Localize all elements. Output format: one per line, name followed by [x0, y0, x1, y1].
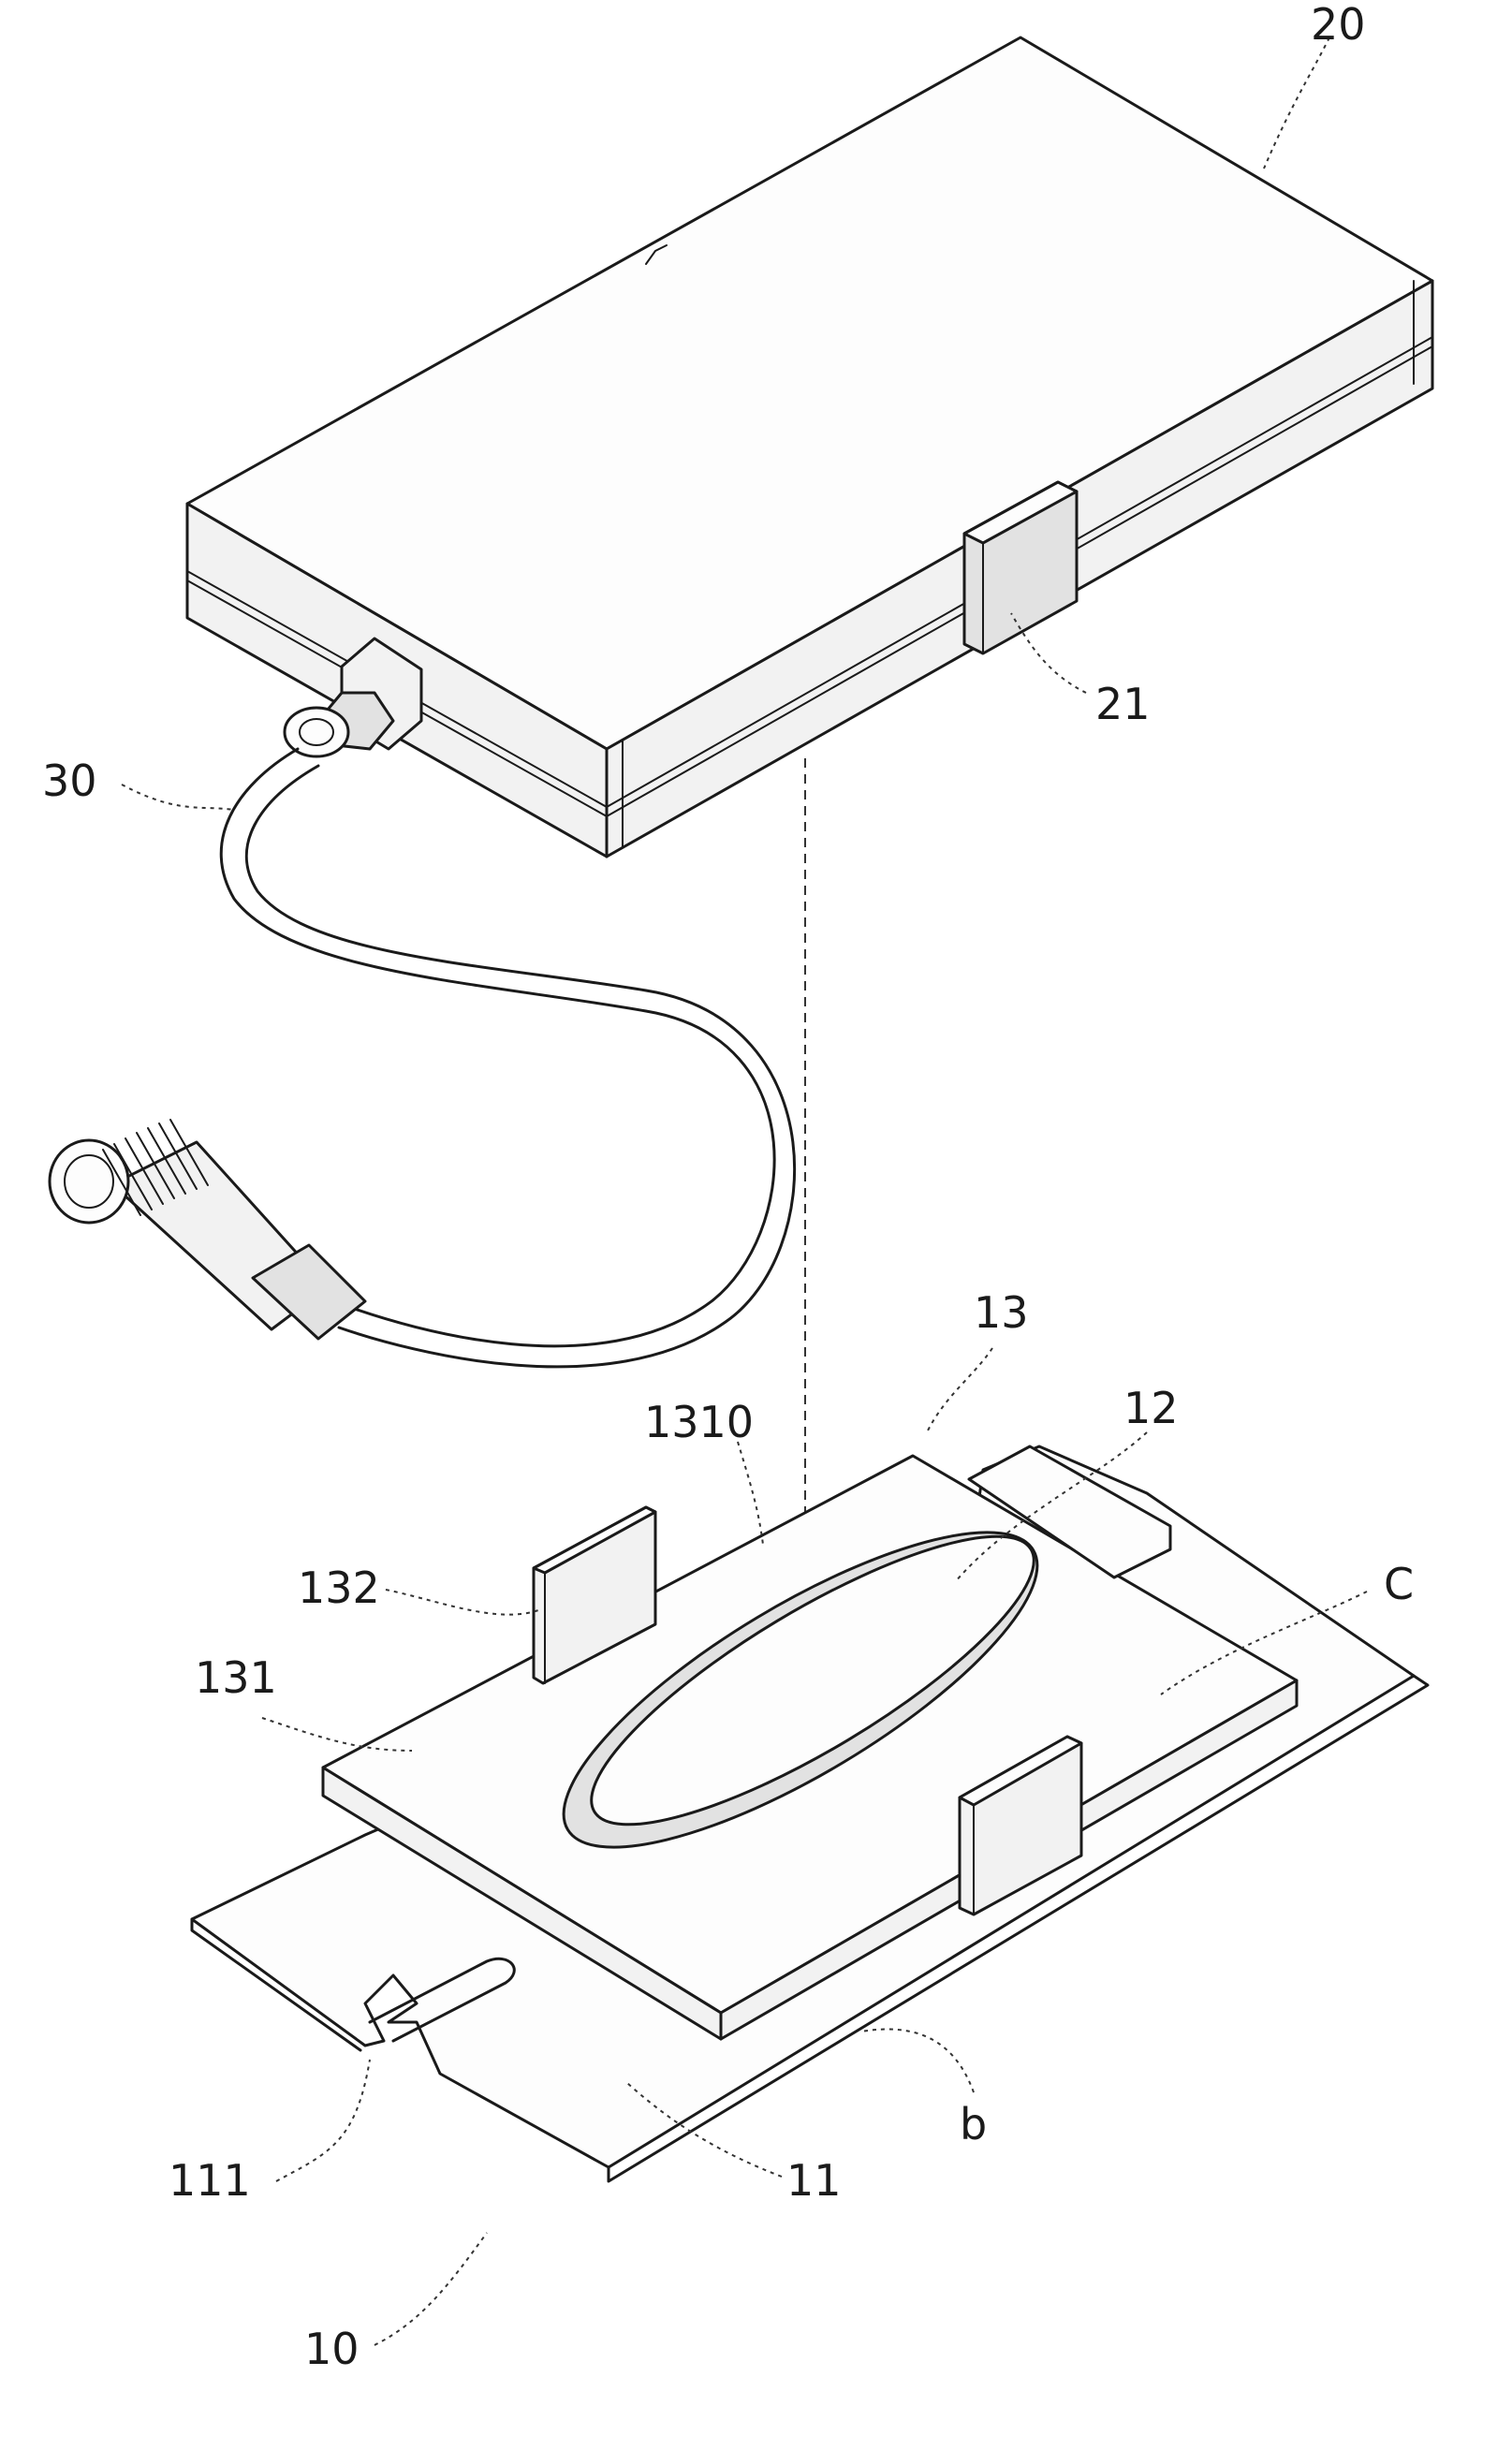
label-battery-pack: 20: [1311, 0, 1366, 50]
label-gap: b: [960, 2099, 987, 2149]
label-receiving-space: C: [1384, 1559, 1414, 1609]
label-cable: 30: [42, 756, 97, 806]
label-holder-assembly: 10: [304, 2324, 360, 2374]
label-base-plate: 11: [786, 2155, 842, 2206]
label-battery-latch: 21: [1095, 679, 1151, 729]
circular-connector-plug: [50, 1120, 365, 1339]
label-opening: 12: [1123, 1383, 1179, 1433]
battery-pack: [187, 37, 1432, 857]
label-top-plate: 13: [974, 1287, 1029, 1338]
label-top-plate-surface: 1310: [644, 1397, 754, 1447]
label-base-slot: 111: [169, 2155, 251, 2206]
label-top-plate-body: 131: [195, 1652, 277, 1703]
label-retaining-tab: 132: [298, 1562, 380, 1613]
holder-assembly: [192, 1446, 1428, 2181]
